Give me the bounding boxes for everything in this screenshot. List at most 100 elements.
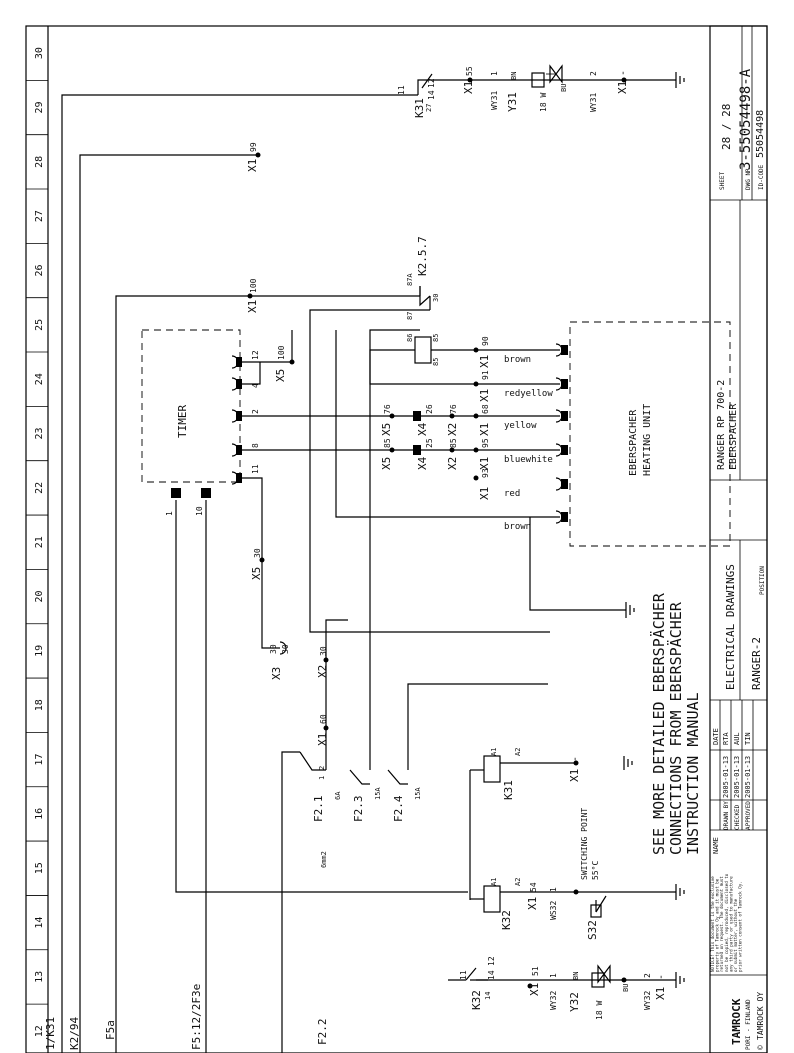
label-terminals-x5_30: X5 — [250, 567, 263, 580]
label-title_block-rows-2-role: APPROVED — [745, 801, 752, 830]
label-terminals-x1_90n: 90 — [481, 336, 490, 346]
label-terminals-x4_26n: 26 — [425, 404, 434, 414]
zone-number: 17 — [34, 754, 45, 766]
label-terminals-x5_30n: 30 — [253, 548, 262, 558]
label-relays-k32: K32 — [470, 990, 483, 1010]
zone-number: 22 — [34, 482, 45, 494]
model-name: RANGER-2 — [750, 637, 763, 690]
k2-label: K2.5.7 — [416, 236, 429, 276]
zone-number: 25 — [34, 319, 45, 331]
label-terminals-x2_76n: 76 — [449, 404, 458, 414]
label-terminals-x1_93n: 93 — [481, 468, 490, 478]
title-block-text: SHEET 28 / 28 DWG NR 3-55054498-A ID-COD… — [710, 68, 766, 1050]
label-fuses-f21_rating: 6A — [334, 791, 342, 800]
label-title_block-position_label: POSITION — [759, 566, 766, 595]
k2-coil — [414, 336, 432, 364]
label-wire_colors-4: red — [504, 489, 520, 499]
label-terminals-x5_85n: 85 — [383, 438, 392, 448]
label-terminals-x1_93: X1 — [478, 487, 491, 500]
k31-top-label: K31 — [413, 98, 426, 118]
label-terminals-x5_85: X5 — [380, 457, 393, 470]
label-terminals-x4_25: X4 — [416, 456, 429, 470]
label-terminals-x1_54: X1 — [526, 897, 539, 910]
label-wires-wy32_1n: 1 — [549, 973, 558, 978]
notice-line: returned on request. The document must — [719, 876, 724, 972]
timer-connectors — [171, 355, 242, 498]
zone-number: 30 — [34, 47, 45, 59]
note-line-2: CONNECTIONS FROM EBERSPÄCHER — [666, 601, 685, 855]
label-terminals-x2_85: X2 — [446, 457, 459, 470]
label-terminals-x1_51: X1 — [528, 983, 541, 996]
company-name: TAMROCK OY — [756, 992, 765, 1040]
heater-label-2: HEATING UNIT — [642, 404, 653, 476]
k32-contact — [448, 967, 488, 981]
note-line-1: SEE MORE DETAILED EBERSPÄCHER — [649, 592, 668, 855]
junction-dots — [247, 77, 627, 989]
label-terminals-x1_51n: 51 — [531, 966, 540, 976]
wire-x2-30 — [325, 619, 348, 660]
label-valves-bn: BN — [572, 972, 580, 980]
project-name: RANGER RP 700-2 — [716, 380, 727, 470]
label-terminals-x3_30n: 30 — [269, 644, 278, 654]
label-fuses-f23: F2.3 — [352, 796, 365, 823]
label-title_block-rows-2-name: TIN — [744, 732, 752, 745]
zone-number: 26 — [34, 264, 45, 276]
label-fuses-f24_rating: 15A — [414, 787, 422, 800]
label-fuses-p2: 2 — [318, 766, 326, 770]
x4-connector-b — [413, 445, 421, 455]
label-valves-y32: Y32 — [568, 992, 581, 1012]
label-valves-bu: BU — [622, 984, 630, 992]
zone-number: 14 — [34, 917, 45, 929]
label-terminals-x5_76: X5 — [380, 423, 393, 436]
zone-number: 24 — [34, 373, 45, 385]
label-wires-ws32: WS32 — [549, 901, 558, 920]
sheet-frame — [25, 25, 768, 1053]
fuse-symbols — [299, 751, 408, 785]
label-title_block-sheet_label: SHEET — [719, 172, 726, 190]
label-terminals-x1_minus_k31: X1 — [568, 769, 581, 782]
crossref-f5a: F5a — [104, 1020, 117, 1040]
valve-y32 — [591, 964, 611, 988]
label-title_block-rows-1-name: AUL — [733, 732, 741, 745]
zone-number: 13 — [34, 971, 45, 983]
label-timer-pins-3: 8 — [251, 443, 260, 448]
label-wire_colors-2: yellow — [504, 421, 537, 431]
label-title_block-rows-0-date: 2005-01-13 — [722, 756, 730, 798]
label-wire_colors-0: brown — [504, 355, 531, 365]
label-terminals-x1_minus_bot: X1 — [654, 987, 667, 1000]
x4-connector — [413, 411, 421, 421]
label-title_block-rows-0-name: RTA — [722, 732, 730, 745]
wire-k2-94 — [79, 154, 258, 1053]
label-terminals-x1_68n: 68 — [481, 404, 490, 414]
zone-number: 12 — [34, 1025, 45, 1037]
label-relay_pins-k31_top_27: 27 — [425, 104, 433, 112]
label-terminals-x1_99n: 99 — [249, 142, 258, 152]
label-terminals-x5_76n: 76 — [383, 404, 392, 414]
label-terminals-x4_25n: 25 — [425, 438, 434, 448]
label-relay_pins-a2: A2 — [514, 748, 522, 756]
label-fuses-f24: F2.4 — [392, 795, 405, 822]
label-fuses-f21: F2.1 — [312, 796, 325, 823]
crossref-f5-12: F5:12/2F3e — [190, 984, 203, 1050]
label-switch-caption_line2: 55°C — [591, 861, 600, 880]
label-relays-k32: K32 — [500, 910, 513, 930]
label-wires-wy31_1: WY31 — [490, 91, 499, 110]
label-terminals-x5_100: X5 — [274, 369, 287, 382]
heater-label-1: EBERSPACHER — [628, 409, 639, 476]
label-terminals-x2_30: X2 — [316, 665, 329, 678]
title-block — [709, 25, 768, 1053]
wire-f2 — [281, 751, 300, 1053]
label-terminals-x1_99: X1 — [246, 159, 259, 172]
wire-timer-11 — [240, 477, 280, 649]
label-relay_pins-k2_87: 87 — [406, 312, 414, 320]
label-relay_pins-a1: A1 — [490, 878, 498, 886]
notice-line: any third party or used to manufacture — [728, 876, 733, 972]
label-wires-wy32_2: WY32 — [643, 991, 652, 1010]
company-logo: TAMROCK — [730, 998, 743, 1045]
crossref-k2-94: K2/94 — [68, 1017, 81, 1050]
drawing-number: 3-55054498-A — [738, 68, 754, 170]
zone-number: 15 — [34, 862, 45, 874]
label-wires-wy32_2n: 2 — [643, 973, 652, 978]
label-wires-wy31_2n: 2 — [589, 71, 598, 76]
